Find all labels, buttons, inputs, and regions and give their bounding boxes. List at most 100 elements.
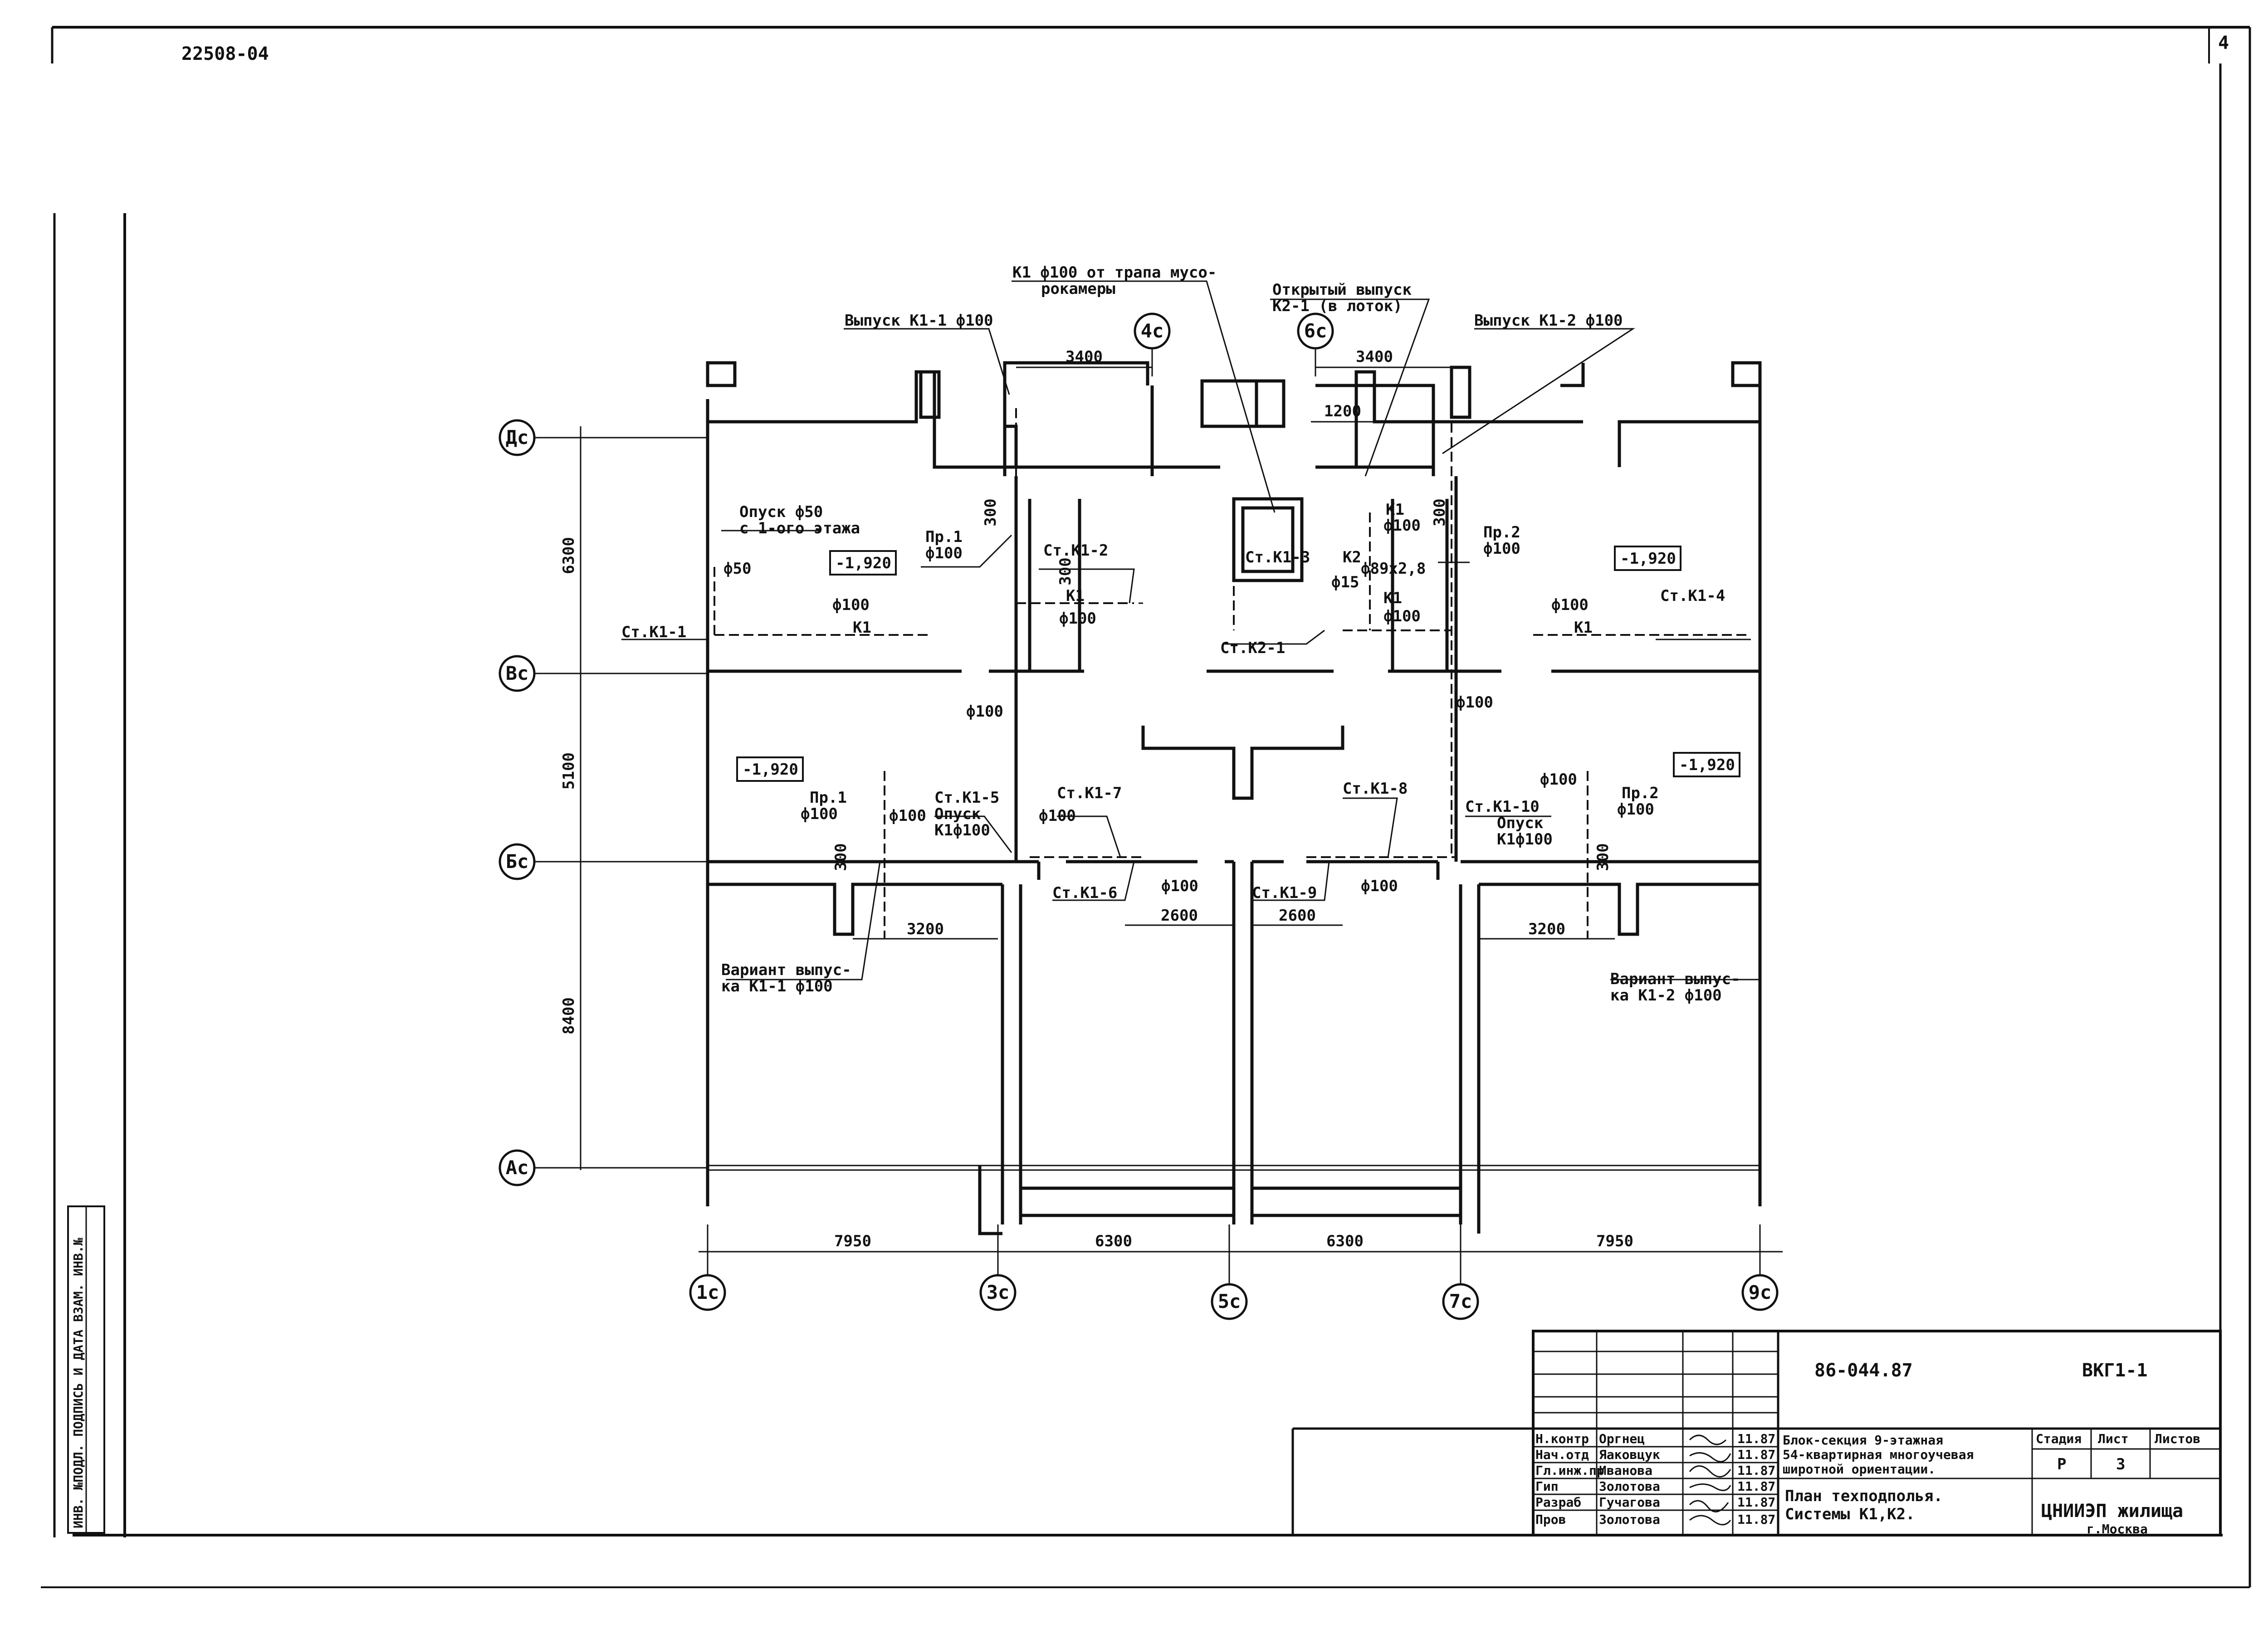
- axis-label-vc: Вс: [506, 662, 529, 684]
- axis-label-bc: Бс: [506, 850, 529, 873]
- annotation-variant2: Вариант выпус-ка К1-2 ф100: [1610, 970, 1740, 1005]
- annotation-d15: ф15: [1331, 573, 1359, 591]
- annotation-d100-h: ф100: [889, 807, 926, 825]
- dim-small-3: 300: [1431, 498, 1449, 526]
- level-mark-4: -1,920: [1679, 756, 1735, 774]
- annotation-k1-e: К1: [1383, 589, 1402, 607]
- level-mark-3: -1,920: [743, 761, 798, 779]
- axis-labels: 1с 3с 4с 5с 6с 7с 9с Дс Вс Бс Ас: [506, 320, 1772, 1312]
- dim-small-5: 300: [1594, 843, 1612, 871]
- annotation-d50: ф50: [723, 560, 751, 578]
- annotation-st-k11: Ст.К1-1: [621, 623, 686, 641]
- dim-inner-top: 1200: [1324, 402, 1361, 420]
- signature-6: [1689, 1515, 1731, 1526]
- annotation-d100-f: ф100: [1383, 517, 1421, 535]
- staff-name-0: Оргнец: [1599, 1431, 1645, 1446]
- organization-line2: г.Москва: [2087, 1522, 2148, 1536]
- staff-role-0: Н.контр: [1535, 1431, 1589, 1446]
- axis-label-dc: Дс: [506, 426, 529, 449]
- staff-date-3: 11.87: [1737, 1479, 1775, 1494]
- sheet-frame: [41, 26, 2251, 1588]
- axis-label-ac: Ас: [506, 1156, 529, 1179]
- annotation-pr2-bot-line2: ф100: [1617, 800, 1654, 819]
- dim-bottom-2: 6300: [1095, 1232, 1132, 1250]
- dim-bottom-1: 7950: [834, 1232, 871, 1250]
- dim-lower-2: 2600: [1161, 907, 1198, 925]
- staff-name-5: Золотова: [1599, 1512, 1660, 1527]
- axis-label-6c: 6с: [1304, 320, 1327, 342]
- organization-line1: ЦНИИЭП жилища: [2041, 1501, 2183, 1522]
- sheet-label: Лист: [2098, 1431, 2128, 1446]
- drawing-name-line1: План техподполья.: [1785, 1487, 1943, 1505]
- annotation-pr2-bot-line1: Пр.2: [1622, 784, 1659, 802]
- annotation-d100-e: ф100: [1551, 596, 1589, 614]
- annotation-d100-k: ф100: [1361, 877, 1398, 895]
- axis-label-1c: 1с: [696, 1281, 719, 1303]
- dim-small-4: 300: [832, 843, 850, 871]
- annotation-d100-i: ф100: [1039, 807, 1076, 825]
- annotation-trap-line2: рокамеры: [1041, 280, 1115, 298]
- signatures: [1689, 1434, 1731, 1526]
- dim-small-2: 300: [1056, 557, 1075, 585]
- dimension-texts: 7950 6300 6300 7950 6300 5100 8400 3400 …: [560, 348, 1633, 1250]
- axis-label-3c: 3с: [987, 1281, 1010, 1303]
- dim-bottom-4: 7950: [1596, 1232, 1633, 1250]
- annotation-d100-a: ф100: [832, 596, 870, 614]
- project-title-line1: Блок-секция 9-этажная: [1783, 1433, 1943, 1448]
- staff-name-2: Иванова: [1599, 1463, 1652, 1478]
- axis-label-4c: 4с: [1141, 320, 1164, 342]
- annotation-pr2-top-line1: Пр.2: [1483, 523, 1520, 541]
- leader-lines: [621, 280, 1760, 980]
- annotation-st-k17: Ст.К1-7: [1057, 784, 1122, 802]
- sheets-label: Листов: [2155, 1431, 2200, 1446]
- annotation-st-k110-line1: Ст.К1-10: [1465, 798, 1540, 816]
- drawing-name-line2: Системы К1,К2.: [1785, 1505, 1915, 1523]
- annotation-st-k12: Ст.К1-2: [1043, 541, 1108, 560]
- staff-date-4: 11.87: [1737, 1495, 1775, 1510]
- annotation-k2: К2: [1343, 548, 1361, 566]
- annotation-pr1-top-line2: ф100: [925, 544, 963, 562]
- level-mark-1: -1,920: [836, 554, 891, 572]
- annotation-st-k16: Ст.К1-6: [1052, 884, 1117, 902]
- sheet-code: ВКГ1-1: [2082, 1360, 2148, 1381]
- annotation-variant2-line1: Вариант выпус-: [1610, 970, 1740, 988]
- staff-name-3: Золотова: [1599, 1479, 1660, 1494]
- signature-1: [1689, 1434, 1727, 1445]
- project-title-line3: широтной ориентации.: [1783, 1462, 1936, 1477]
- annotation-variant1-line1: Вариант выпус-: [721, 961, 851, 979]
- annotation-pr1-top-line1: Пр.1: [925, 528, 963, 546]
- staff-date-1: 11.87: [1737, 1447, 1775, 1462]
- annotation-d100-d: ф100: [1456, 693, 1493, 712]
- annotation-outlet-k12: Выпуск К1-2 ф100: [1474, 312, 1623, 330]
- annotation-k1-c: К1: [1574, 619, 1593, 637]
- annotation-d89: ф89х2,8: [1361, 560, 1426, 578]
- sheet-value: 3: [2116, 1455, 2125, 1473]
- annotation-variant1: Вариант выпус-ка К1-1 ф100: [721, 961, 851, 995]
- annotation-st-k21: Ст.К2-1: [1220, 639, 1285, 657]
- dim-bottom-3: 6300: [1326, 1232, 1364, 1250]
- annotation-pr1-bot-line2: ф100: [801, 805, 838, 823]
- annotation-variant2-line2: ка К1-2 ф100: [1610, 986, 1722, 1005]
- staff-role-2: Гл.инж.пр: [1535, 1463, 1604, 1478]
- dimension-lines: [522, 345, 1783, 1283]
- dim-top-1: 3400: [1066, 348, 1103, 366]
- dim-lower-3: 2600: [1279, 907, 1316, 925]
- signature-5: [1689, 1500, 1729, 1512]
- axis-bubbles: [499, 312, 1779, 1320]
- project-title-line2: 54-квартирная многоучевая: [1783, 1447, 1974, 1462]
- annotation-k1-d: К1: [1386, 501, 1404, 519]
- annotation-drop-line1: Опуск ф50: [739, 503, 823, 521]
- annotation-outlet-k11: Выпуск К1-1 ф100: [845, 312, 993, 330]
- level-mark-2: -1,920: [1620, 550, 1676, 568]
- annotation-trap-line: К1 ф100 от трапа мусо-: [1012, 263, 1217, 282]
- side-stamp-text: ИНВ. №ПОДЛ. ПОДПИСЬ И ДАТА ВЗАМ. ИНВ.№: [71, 1238, 86, 1528]
- annotation-open-outlet-line2: К2-1 (в лоток): [1272, 297, 1403, 315]
